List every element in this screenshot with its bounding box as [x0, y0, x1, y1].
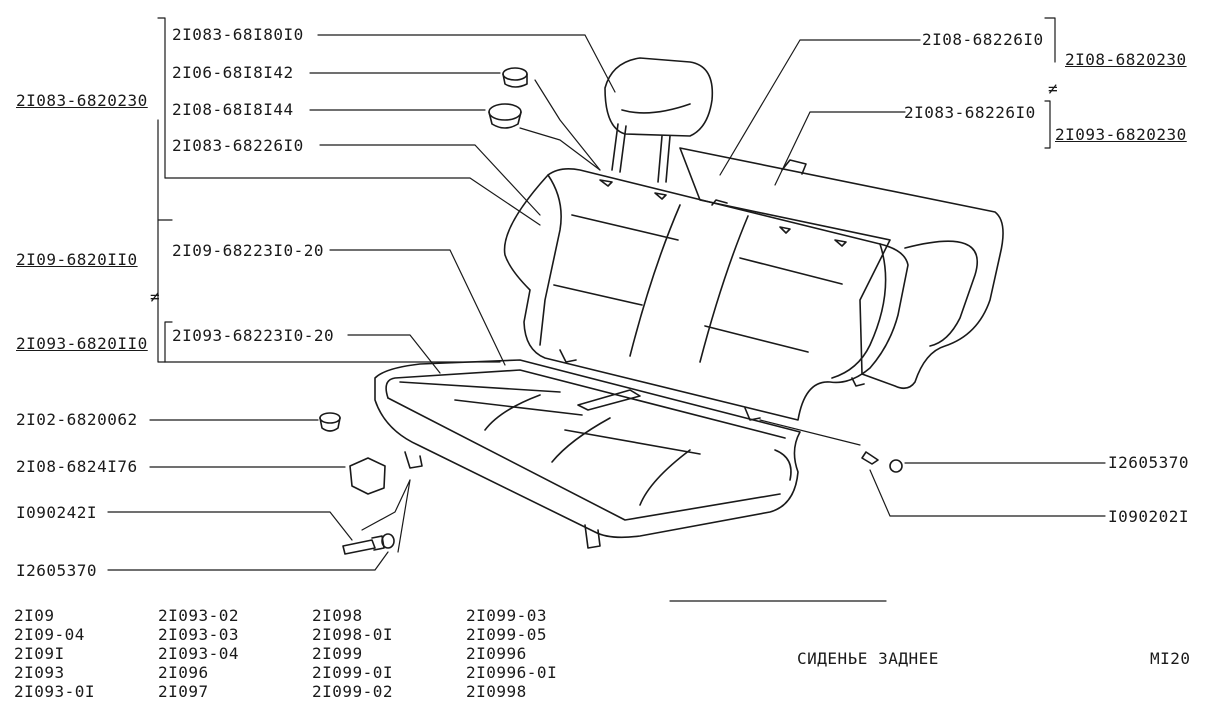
model-item: 2I099-0I [312, 663, 394, 682]
leader-lines [107, 34, 1106, 571]
callout-bolt-right: I090202I [1108, 507, 1190, 526]
model-item: 2I093-0I [14, 682, 96, 701]
models-column-1: 2I09 2I09-04 2I09I 2I093 2I093-0I [14, 606, 95, 701]
callout-back-left-cover: 2I083-68226I0 [172, 136, 304, 155]
model-item: 2I098-0I [312, 625, 394, 644]
diagram-title: СИДЕНЬЕ ЗАДНЕЕ [797, 649, 939, 668]
model-item: 2I0996-0I [466, 663, 558, 682]
model-item: 2I0998 [466, 682, 527, 701]
model-item: 2I098 [312, 606, 363, 625]
callout-cushion-group-b: 2I093-6820II0 [16, 334, 148, 353]
callout-cushion-group-a: 2I09-6820II0 [16, 250, 138, 269]
model-item: 2I0996 [466, 644, 527, 663]
bracket-part [349, 457, 386, 495]
seat-back-left [503, 168, 909, 421]
callout-back-right-group-a: 2I08-6820230 [1065, 50, 1187, 69]
model-item: 2I097 [158, 682, 209, 701]
model-item: 2I093 [14, 663, 65, 682]
callout-washer-right: I2605370 [1108, 453, 1190, 472]
model-item: 2I09 [14, 606, 55, 625]
model-item: 2I099-03 [466, 606, 548, 625]
callout-grommet-a: 2I06-68I8I42 [172, 63, 294, 82]
callout-bolt-left: I090242I [16, 503, 98, 522]
page-code: MI20 [1150, 649, 1191, 668]
callout-cushion-cover-a: 2I09-68223I0-20 [172, 241, 324, 260]
not-equal-a: ≠ [1048, 79, 1059, 98]
model-item: 2I099 [312, 644, 363, 663]
callout-cushion-cover-b: 2I093-68223I0-20 [172, 326, 335, 345]
callout-washer-left: I2605370 [16, 561, 98, 580]
group-brackets [157, 17, 1056, 363]
model-item: 2I09I [14, 644, 65, 663]
model-item: 2I099-05 [466, 625, 548, 644]
grommets [488, 67, 528, 129]
model-item: 2I099-02 [312, 682, 394, 701]
model-item: 2I093-03 [158, 625, 240, 644]
callout-back-assembly-group: 2I083-6820230 [16, 91, 148, 110]
model-item: 2I093-02 [158, 606, 240, 625]
callout-bumper: 2I02-6820062 [16, 410, 138, 429]
seat-cushion [374, 359, 801, 549]
not-equal-b: ≠ [150, 287, 161, 306]
callout-grommet-b: 2I08-68I8I44 [172, 100, 294, 119]
bumper-part [319, 412, 341, 424]
seat-back-right [679, 147, 1004, 390]
models-column-2: 2I093-02 2I093-03 2I093-04 2I096 2I097 [158, 606, 239, 701]
callout-bracket: 2I08-6824I76 [16, 457, 138, 476]
models-column-4: 2I099-03 2I099-05 2I0996 2I0996-0I 2I099… [466, 606, 557, 701]
callout-back-right-cover-a: 2I08-68226I0 [922, 30, 1044, 49]
headrest-shape [604, 57, 714, 183]
models-column-3: 2I098 2I098-0I 2I099 2I099-0I 2I099-02 [312, 606, 393, 701]
callout-headrest: 2I083-68I80I0 [172, 25, 304, 44]
callout-back-right-cover-b: 2I083-68226I0 [904, 103, 1036, 122]
model-item: 2I096 [158, 663, 209, 682]
model-item: 2I09-04 [14, 625, 85, 644]
callout-back-right-group-b: 2I093-6820230 [1055, 125, 1187, 144]
model-item: 2I093-04 [158, 644, 240, 663]
